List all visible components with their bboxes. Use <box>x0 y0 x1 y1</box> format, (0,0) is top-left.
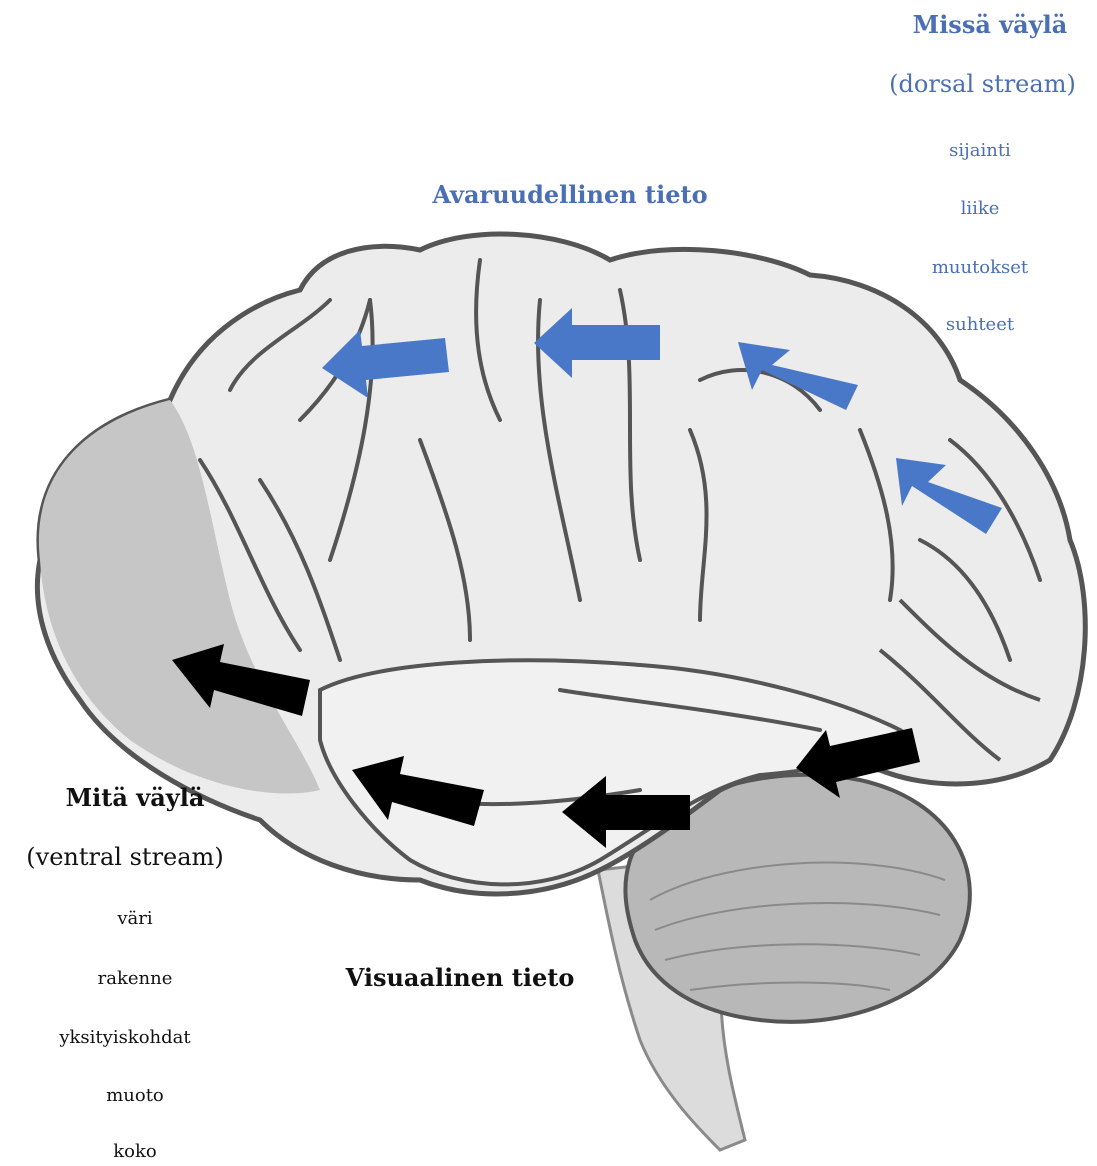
dorsal-title: Missä väylä <box>890 10 1090 39</box>
ventral-item: rakenne <box>45 968 225 989</box>
ventral-item: väri <box>45 908 225 929</box>
ventral-item: koko <box>45 1141 225 1162</box>
ventral-subtitle: (ventral stream) <box>5 843 245 871</box>
ventral-item: muoto <box>45 1085 225 1106</box>
dorsal-item: muutokset <box>905 257 1055 278</box>
dorsal-item: liike <box>905 198 1055 219</box>
dorsal-item: sijainti <box>905 140 1055 161</box>
dorsal-subtitle: (dorsal stream) <box>870 70 1095 98</box>
visual-info-label: Visuaalinen tieto <box>320 963 600 992</box>
ventral-title: Mitä väylä <box>30 783 240 812</box>
dorsal-item: suhteet <box>905 314 1055 335</box>
ventral-item: yksityiskohdat <box>20 1027 230 1048</box>
spatial-info-label: Avaruudellinen tieto <box>410 180 730 209</box>
